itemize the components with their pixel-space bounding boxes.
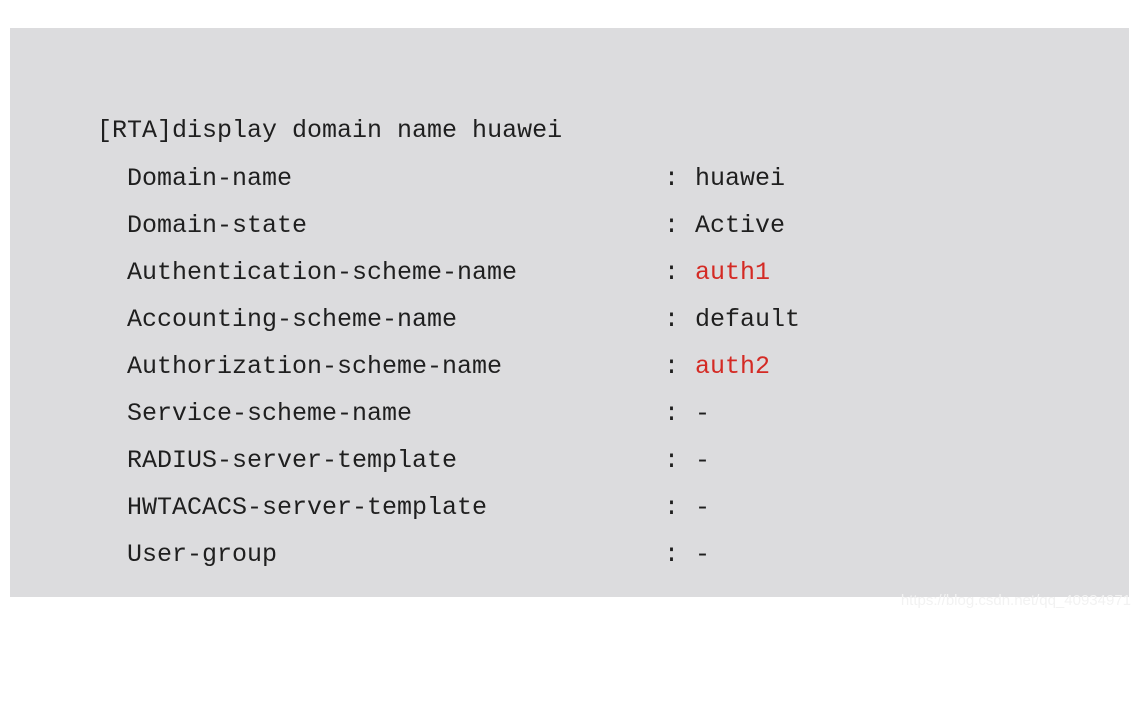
row-key: Domain-state <box>127 211 308 240</box>
output-row: Authorization-scheme-name : auth2 <box>127 350 770 397</box>
row-value: Active <box>695 211 786 240</box>
row-separator: : <box>664 164 680 193</box>
output-rows: Domain-name : huawei Domain-state : Acti… <box>127 162 800 585</box>
output-row: HWTACACS-server-template : - <box>127 491 710 538</box>
row-value: - <box>695 493 711 522</box>
output-row: Domain-name : huawei <box>127 162 785 209</box>
row-value: - <box>695 540 711 569</box>
output-row: User-group : - <box>127 538 710 585</box>
row-separator: : <box>664 446 680 475</box>
output-row: Authentication-scheme-name : auth1 <box>127 256 770 303</box>
output-row: RADIUS-server-template : - <box>127 444 710 491</box>
row-separator: : <box>664 305 680 334</box>
row-separator: : <box>664 352 680 381</box>
row-separator: : <box>664 399 680 428</box>
row-separator: : <box>664 211 680 240</box>
row-key: Accounting-scheme-name <box>127 305 458 334</box>
row-key: Authentication-scheme-name <box>127 258 518 287</box>
row-separator: : <box>664 493 680 522</box>
row-key: User-group <box>127 540 278 569</box>
row-key: RADIUS-server-template <box>127 446 458 475</box>
row-value: - <box>695 446 711 475</box>
row-separator: : <box>664 258 680 287</box>
row-separator: : <box>664 540 680 569</box>
row-value: - <box>695 399 711 428</box>
row-value: default <box>695 305 801 334</box>
output-row: Domain-state : Active <box>127 209 785 256</box>
watermark-text: https://blog.csdn.net/qq_40934971 <box>900 592 1131 609</box>
row-value-highlighted: auth1 <box>695 258 771 287</box>
output-row: Accounting-scheme-name : default <box>127 303 800 350</box>
command-line: [RTA]display domain name huawei <box>97 116 563 145</box>
row-key: Authorization-scheme-name <box>127 352 503 381</box>
row-key: HWTACACS-server-template <box>127 493 488 522</box>
terminal-output-panel: [RTA]display domain name huawei Domain-n… <box>10 28 1129 597</box>
row-value-highlighted: auth2 <box>695 352 771 381</box>
output-row: Service-scheme-name : - <box>127 397 710 444</box>
row-value: huawei <box>695 164 786 193</box>
row-key: Domain-name <box>127 164 293 193</box>
row-key: Service-scheme-name <box>127 399 413 428</box>
